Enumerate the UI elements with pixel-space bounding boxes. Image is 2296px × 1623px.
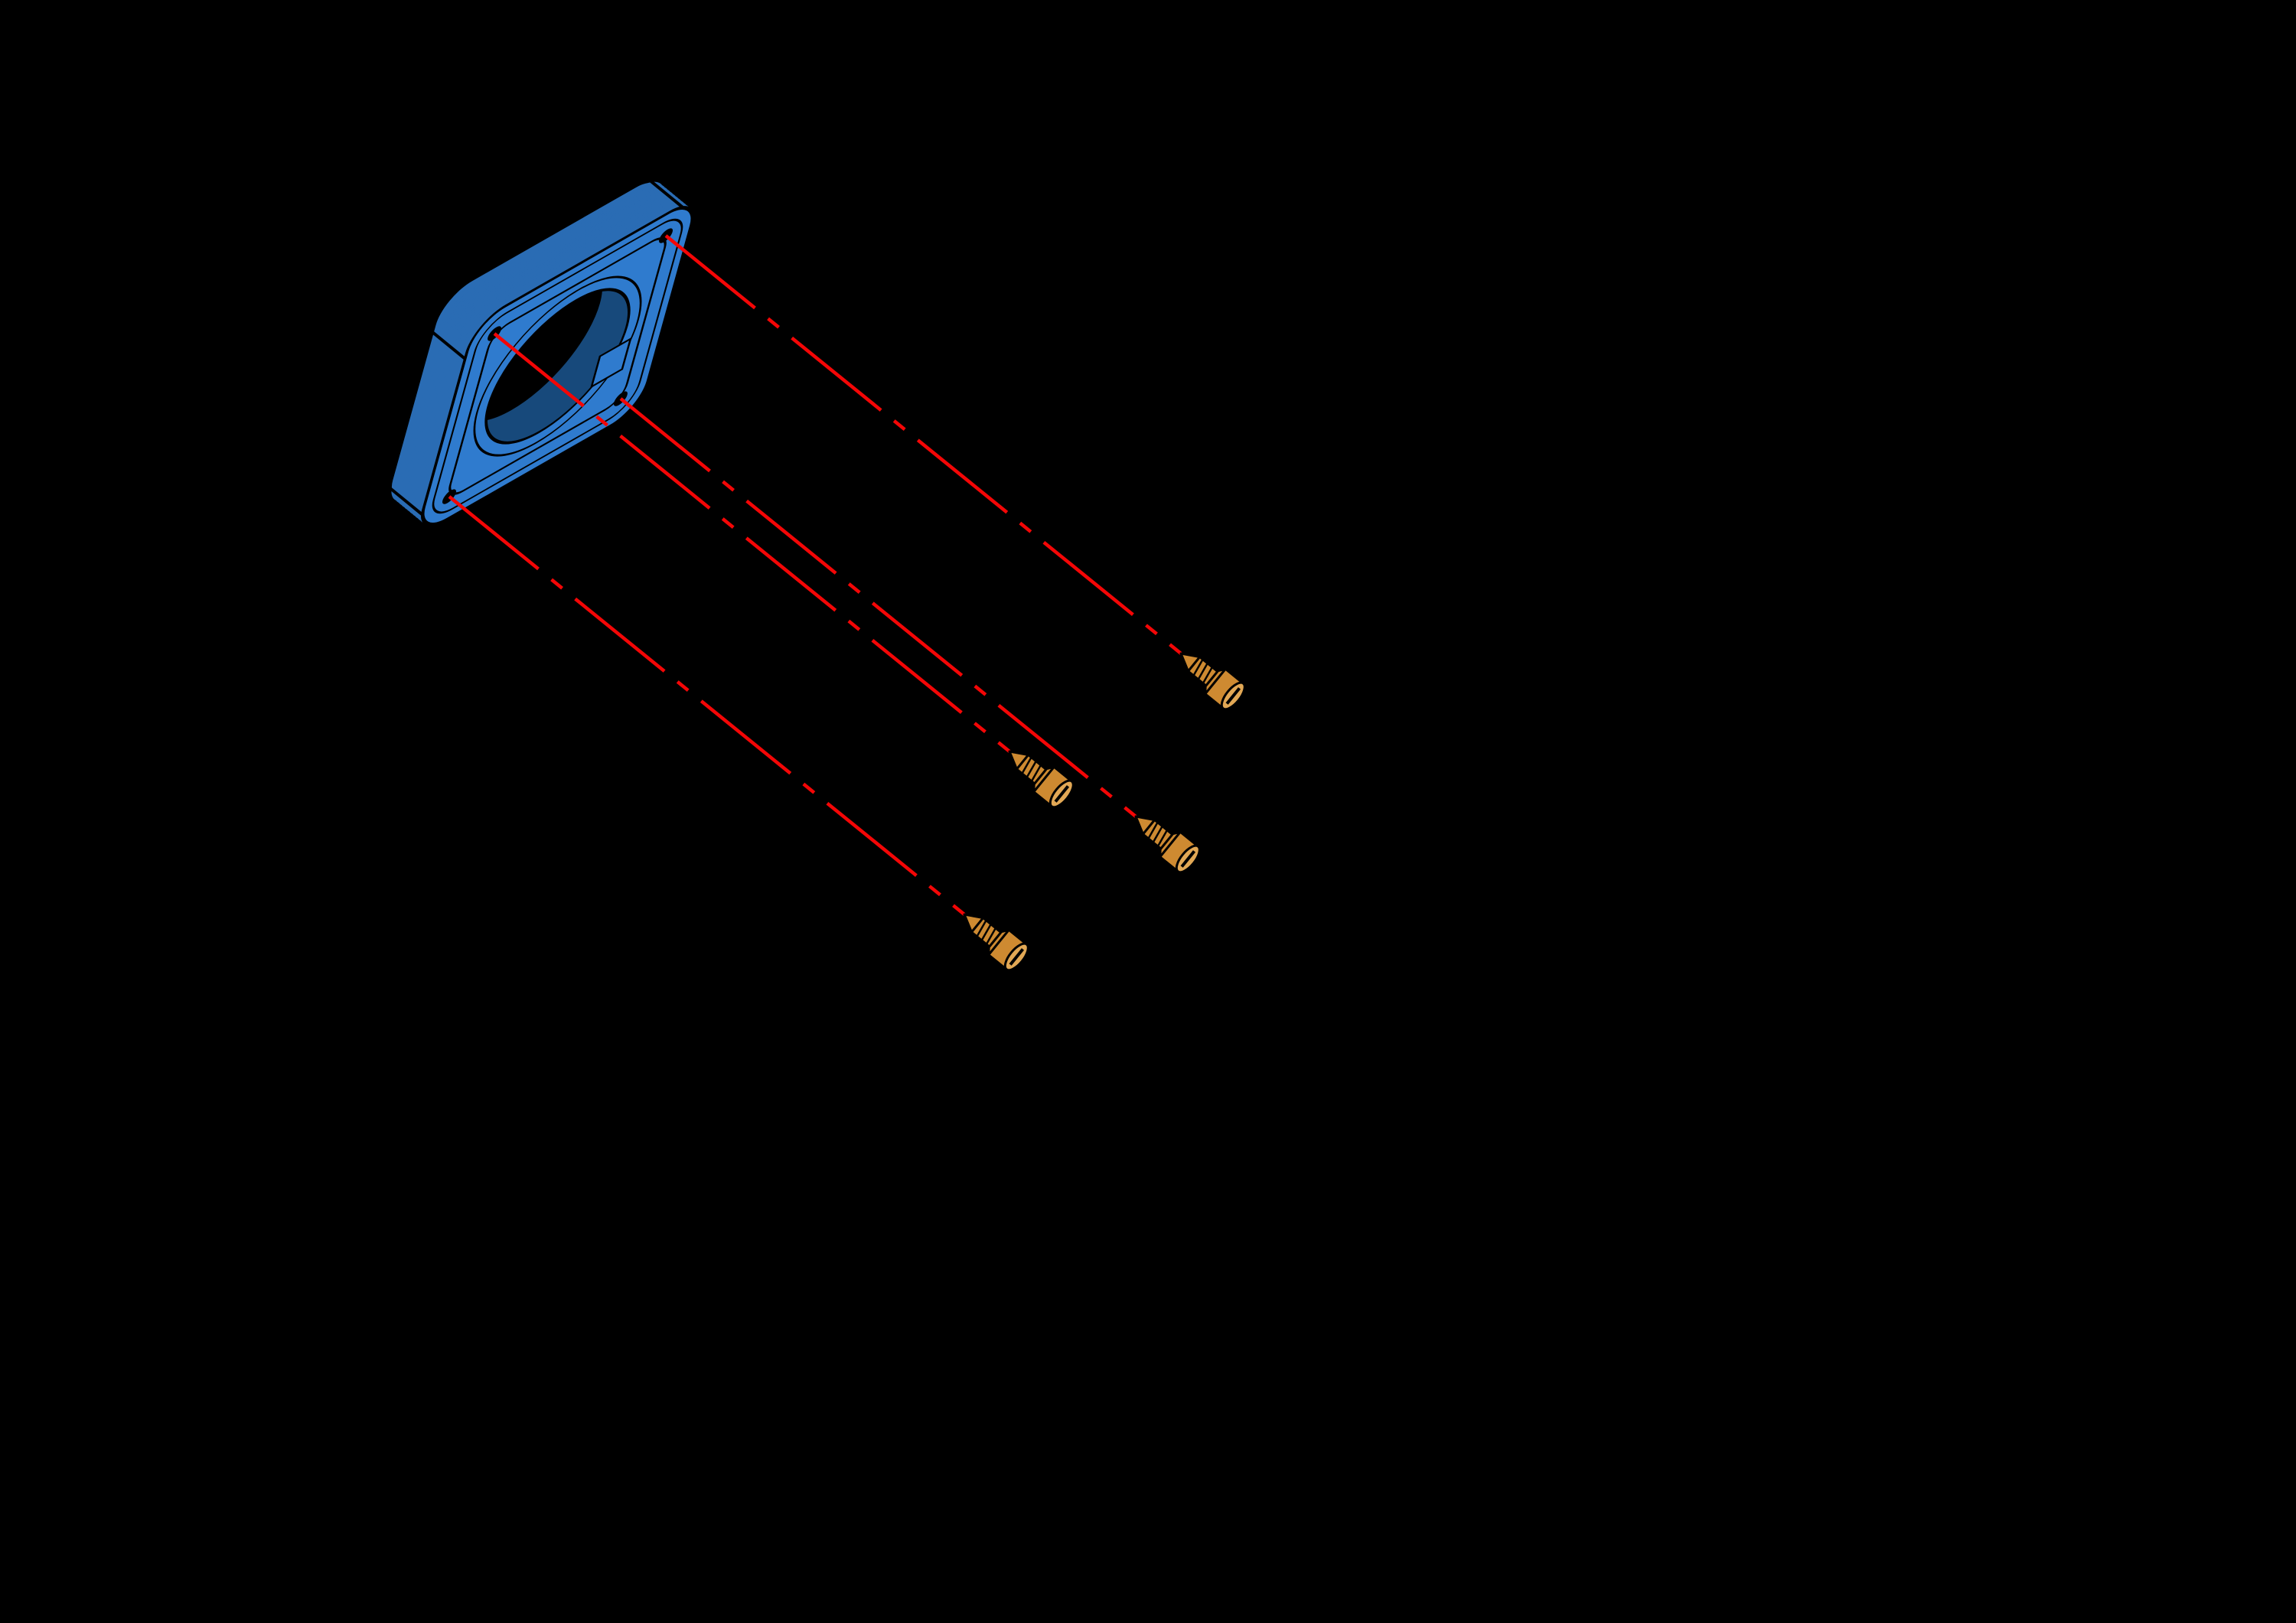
screw-thread (976, 920, 987, 937)
screw-thread (1147, 822, 1159, 839)
flange-corner-seam-edge (649, 179, 685, 210)
screw-thread (1021, 757, 1032, 774)
screw-thread (1152, 826, 1163, 843)
screw-slot (1054, 785, 1070, 803)
flange-chamfer-edge (432, 218, 683, 514)
flange-corner-seam-edge (432, 331, 468, 361)
screw (1008, 750, 1075, 809)
screw-thread (980, 924, 992, 941)
screw (1134, 815, 1201, 874)
flange-corner-seam-edge (388, 487, 425, 517)
bore-keyway-notch (590, 337, 632, 389)
screw-slot (1180, 850, 1196, 868)
screw-thread (985, 927, 997, 945)
screw-thread (1026, 761, 1037, 778)
alignment-centerline (664, 234, 1182, 655)
screw (963, 913, 1029, 972)
screw-thread (1156, 829, 1169, 847)
screw-slot (1225, 687, 1241, 705)
alignment-centerlines (448, 234, 1182, 916)
screw-thread (1030, 764, 1042, 782)
fastener-screws (963, 652, 1246, 972)
screw-thread (1197, 663, 1208, 680)
screw-slot (1009, 948, 1025, 966)
alignment-centerline (448, 495, 966, 916)
screw (1179, 652, 1246, 711)
flange-part (388, 179, 694, 526)
screw-thread (1192, 659, 1204, 676)
alignment-centerline (619, 397, 1137, 818)
flange-boss-ring (473, 275, 642, 457)
alignment-centerline (493, 332, 1011, 753)
screw-thread (1202, 666, 1214, 684)
